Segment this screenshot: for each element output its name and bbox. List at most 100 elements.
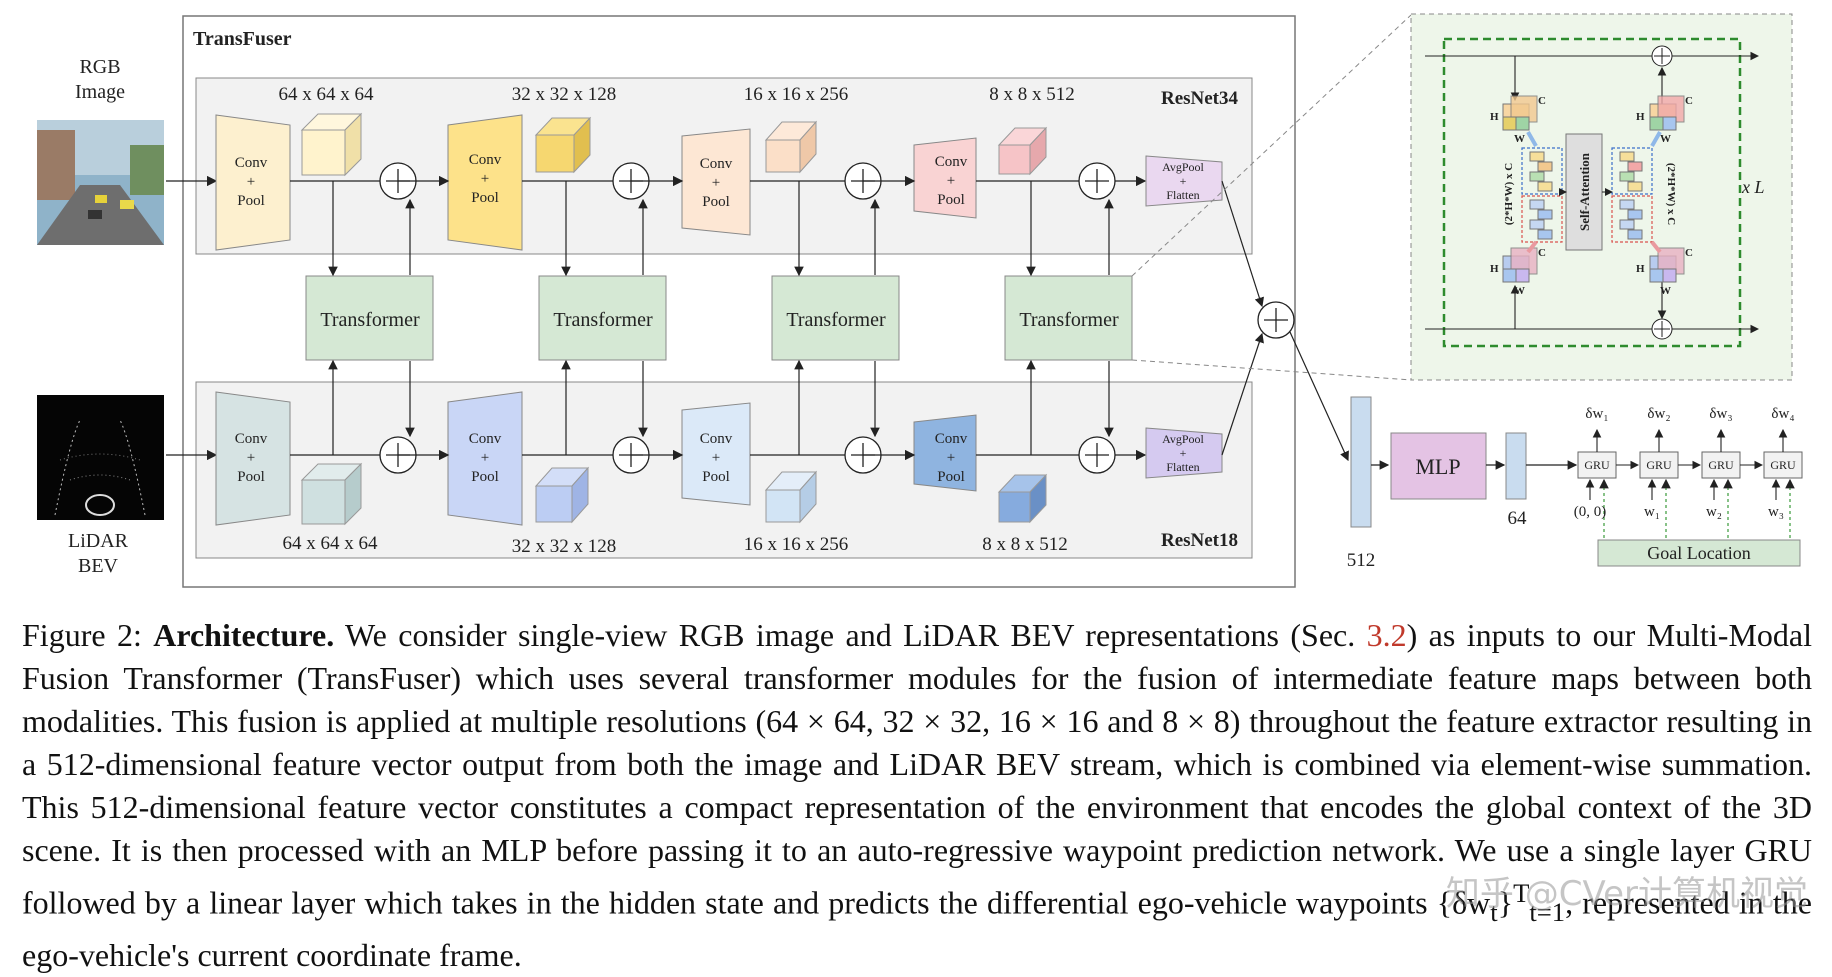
plus-label: +: [481, 171, 489, 187]
gru-label: GRU: [1584, 458, 1610, 472]
top-dim-3: 16 x 16 x 256: [744, 84, 849, 105]
mlp-label: MLP: [1415, 454, 1460, 479]
feature-cube-bottom-4: [997, 473, 1048, 524]
bottom-dim-4: 8 x 8 x 512: [982, 534, 1068, 555]
conv-pool-bottom-1: [215, 391, 291, 526]
transformer-label: Transformer: [1019, 309, 1119, 331]
conv-label: Conv: [700, 156, 733, 172]
conv-pool-top-4: [913, 137, 977, 219]
delta-w1: δw₁: [1585, 406, 1608, 422]
top-dim-4: 8 x 8 x 512: [989, 84, 1075, 105]
delta-w2: δw₂: [1647, 406, 1670, 422]
bottom-dim-3: 16 x 16 x 256: [744, 534, 849, 555]
token-sequence-left: [1529, 151, 1553, 240]
resnet18-label: ResNet18: [1161, 530, 1238, 551]
feature-cube-top-4: [997, 126, 1048, 176]
conv-label: Conv: [469, 431, 502, 447]
conv-label: Conv: [935, 154, 968, 170]
lidar-label-line2: BEV: [78, 555, 119, 577]
h-label: H: [1636, 263, 1645, 275]
conv-pool-bottom-3: [681, 402, 751, 506]
pool-label: Pool: [937, 469, 965, 485]
transformer-4: Transformer: [1004, 275, 1133, 361]
gru-1: GRU: [1577, 451, 1617, 479]
c-label: C: [1685, 247, 1693, 259]
plus-label: +: [947, 173, 955, 189]
section-ref-link[interactable]: 3.2: [1366, 617, 1407, 653]
self-attention-label: Self-Attention: [1577, 152, 1592, 231]
bottom-dim-2: 32 x 32 x 128: [512, 536, 617, 557]
c-label: C: [1685, 95, 1693, 107]
watermark: 知乎 @CVer计算机视觉: [1445, 874, 1808, 914]
gru-input-1: (0, 0): [1574, 504, 1607, 520]
pool-label: Pool: [237, 193, 265, 209]
token-sequence-right: [1619, 151, 1643, 240]
tensor-cube-rgb-in: [1502, 95, 1538, 131]
feature-cube-top-3: [764, 120, 818, 174]
plus-label: +: [247, 450, 255, 466]
pool-label: Pool: [937, 192, 965, 208]
feature-cube-bottom-2: [534, 466, 590, 524]
self-attention-block: [1565, 133, 1603, 251]
h-label: H: [1490, 263, 1499, 275]
gru-2: GRU: [1639, 451, 1679, 479]
conv-label: Conv: [235, 155, 268, 171]
plus-label: +: [712, 175, 720, 191]
conv-label: Conv: [469, 152, 502, 168]
conv-label: Conv: [935, 431, 968, 447]
goal-location-box: [1597, 539, 1801, 567]
pool-label: Pool: [471, 469, 499, 485]
feature-cube-bottom-3: [764, 470, 818, 524]
rgb-image: [37, 120, 164, 245]
c-label: C: [1538, 95, 1546, 107]
gru-label: GRU: [1646, 458, 1672, 472]
flatten-label: Flatten: [1166, 188, 1199, 202]
dim-64-label: 64: [1508, 508, 1528, 529]
plus-label: +: [712, 450, 720, 466]
seq-left-label: (2*H*W) x C: [1503, 163, 1515, 225]
tensor-cube-lidar-out: [1649, 247, 1685, 283]
avgpool-label: AvgPool: [1162, 432, 1204, 446]
transformer-2: Transformer: [538, 275, 667, 361]
avgpool-top: [1145, 155, 1223, 207]
caption-text-2: ) as inputs to our Multi-Modal Fusion Tr…: [22, 617, 1812, 921]
rgb-label-line2: Image: [75, 81, 125, 103]
conv-pool-top-1: [215, 114, 291, 251]
conv-pool-top-3: [681, 128, 751, 236]
w-label: W: [1514, 133, 1525, 145]
conv-label: Conv: [700, 431, 733, 447]
gru-4: GRU: [1763, 451, 1803, 479]
tensor-cube-lidar-in: [1502, 247, 1538, 283]
w-label: W: [1514, 285, 1525, 297]
plus-label: +: [247, 174, 255, 190]
top-dim-2: 32 x 32 x 128: [512, 84, 617, 105]
feature-cube-bottom-1: [300, 462, 363, 526]
transformer-1: Transformer: [305, 275, 434, 361]
lidar-bev-image: [37, 395, 164, 520]
avgpool-bottom: [1145, 427, 1223, 479]
avgpool-label: AvgPool: [1162, 160, 1204, 174]
transformer-3: Transformer: [771, 275, 900, 361]
gru-label: GRU: [1708, 458, 1734, 472]
c-label: C: [1538, 247, 1546, 259]
h-label: H: [1490, 111, 1499, 123]
pool-label: Pool: [471, 190, 499, 206]
vector-64: [1505, 432, 1527, 500]
dim-512-label: 512: [1347, 550, 1376, 571]
conv-label: Conv: [235, 431, 268, 447]
caption-text-3: , represented in the ego-vehicle's curre…: [22, 884, 1813, 974]
gru-input-4: w₃: [1768, 504, 1784, 520]
caption-sub-range: t=1: [1529, 897, 1566, 928]
plus-label: +: [481, 450, 489, 466]
transformer-label: Transformer: [320, 309, 420, 331]
gru-input-3: w₂: [1706, 504, 1722, 520]
flatten-label: Flatten: [1166, 460, 1199, 474]
mlp-block: [1390, 432, 1487, 500]
plus-label: +: [947, 450, 955, 466]
top-dim-1: 64 x 64 x 64: [279, 84, 375, 105]
transformer-label: Transformer: [553, 309, 653, 331]
h-label: H: [1636, 111, 1645, 123]
gru-input-2: w₁: [1644, 504, 1660, 520]
seq-right-label: (2*H*W) x C: [1665, 163, 1677, 225]
caption-text-1: We consider single-view RGB image and Li…: [334, 617, 1367, 653]
